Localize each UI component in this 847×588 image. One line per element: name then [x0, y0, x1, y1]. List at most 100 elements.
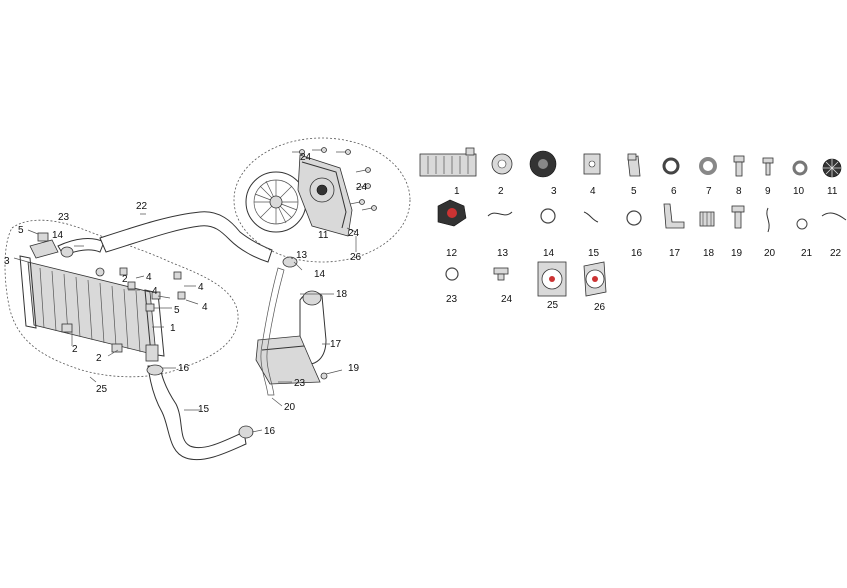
clip-nut-icon — [583, 153, 601, 175]
legend-number-16: 16 — [631, 248, 643, 259]
hose-clamp-14 — [60, 246, 74, 258]
legend-number-3: 3 — [551, 186, 557, 197]
legend-number-24: 24 — [501, 294, 513, 305]
reservoir-bracket-icon — [663, 203, 685, 229]
legend-number-20: 20 — [764, 248, 776, 259]
callout-4: 4 — [152, 286, 158, 297]
legend-number-19: 19 — [731, 248, 743, 259]
callout-25: 25 — [96, 384, 108, 395]
callout-19: 19 — [348, 363, 360, 374]
legend-number-17: 17 — [669, 248, 681, 259]
lower-hose — [147, 365, 247, 461]
radiator — [19, 255, 165, 362]
radiator-cap-icon — [529, 150, 557, 178]
parts-legend: 1 2 3 4 5 6 7 8 9 10 11 12 13 14 15 16 1… — [419, 147, 847, 313]
fan-assembly-icon — [583, 261, 607, 297]
clip-nuts — [95, 267, 186, 312]
legend-number-7: 7 — [706, 186, 712, 197]
spring-clamp-icon — [445, 267, 459, 281]
legend-number-25: 25 — [547, 300, 559, 311]
callout-20: 20 — [284, 402, 296, 413]
callout-26: 26 — [350, 252, 362, 263]
callout-4: 4 — [146, 272, 152, 283]
hose-clamp-icon — [626, 210, 642, 226]
collar-icon — [493, 267, 509, 281]
hose-clamp-16-top — [146, 364, 164, 376]
callout-2: 2 — [72, 344, 78, 355]
callout-22: 22 — [136, 201, 148, 212]
long-hose-icon — [821, 212, 847, 221]
screw-icon — [762, 157, 774, 176]
callout-11: 11 — [318, 230, 329, 241]
radiator-cap — [29, 232, 59, 259]
small-hose-13 — [282, 256, 298, 268]
legend-number-12: 12 — [446, 248, 458, 259]
legend-number-4: 4 — [590, 186, 596, 197]
small-hose-icon — [487, 211, 513, 217]
callout-5: 5 — [174, 305, 180, 316]
callout-23: 23 — [58, 212, 70, 223]
callout-4: 4 — [202, 302, 208, 313]
legend-number-2: 2 — [498, 186, 504, 197]
callout-24: 24 — [348, 228, 360, 239]
bolt-icon — [731, 205, 745, 229]
legend-number-10: 10 — [793, 186, 805, 197]
fan-assembly-icon — [537, 261, 567, 297]
callout-16: 16 — [178, 363, 190, 374]
legend-number-5: 5 — [631, 186, 637, 197]
leader-lines — [13, 213, 357, 433]
long-hose — [99, 211, 273, 263]
overflow-tube — [260, 267, 285, 396]
legend-number-11: 11 — [827, 186, 838, 197]
callout-3: 3 — [4, 256, 10, 267]
callout-14: 14 — [52, 230, 64, 241]
legend-number-26: 26 — [594, 302, 606, 313]
callout-5: 5 — [18, 225, 24, 236]
grommets — [61, 323, 123, 353]
callout-14: 14 — [314, 269, 326, 280]
fan-motor-icon — [437, 199, 467, 227]
callout-16: 16 — [264, 426, 276, 437]
legend-number-21: 21 — [801, 248, 813, 259]
legend-number-9: 9 — [765, 186, 771, 197]
legend-number-23: 23 — [446, 294, 458, 305]
grommet-icon — [491, 153, 513, 175]
legend-number-6: 6 — [671, 186, 677, 197]
overflow-tube-icon — [766, 207, 770, 233]
clip-icon — [796, 218, 808, 230]
callout-15: 15 — [198, 404, 210, 415]
callout-24: 24 — [356, 182, 368, 193]
legend-number-14: 14 — [543, 248, 555, 259]
hose-clamp-16-bottom — [238, 425, 254, 439]
callout-13: 13 — [296, 250, 308, 261]
legend-number-8: 8 — [736, 186, 742, 197]
callout-18: 18 — [336, 289, 348, 300]
fan-assembly-outline — [233, 137, 411, 263]
legend-number-1: 1 — [454, 186, 460, 197]
callout-2: 2 — [122, 274, 128, 285]
legend-number-13: 13 — [497, 248, 509, 259]
fan-screws — [292, 147, 377, 211]
callout-24: 24 — [300, 152, 312, 163]
spring-washer-icon — [662, 157, 680, 175]
radiator-group-outline — [4, 219, 239, 378]
flat-washer-icon — [699, 157, 717, 175]
hose-clamp-icon — [540, 208, 556, 224]
cap-icon — [699, 211, 715, 227]
fan-wheel-icon — [822, 158, 842, 178]
legend-number-18: 18 — [703, 248, 715, 259]
legend-number-15: 15 — [588, 248, 600, 259]
fan-assembly — [245, 154, 353, 237]
legend-number-22: 22 — [830, 248, 842, 259]
bolt-icon — [733, 155, 745, 177]
callout-2: 2 — [96, 353, 102, 364]
callout-4: 4 — [198, 282, 204, 293]
callout-1: 1 — [170, 323, 176, 334]
callout-23: 23 — [294, 378, 306, 389]
radiator-icon — [419, 147, 477, 177]
coolant-reservoir — [255, 290, 328, 385]
fastener-icon — [627, 153, 641, 177]
hose-icon — [583, 211, 599, 223]
